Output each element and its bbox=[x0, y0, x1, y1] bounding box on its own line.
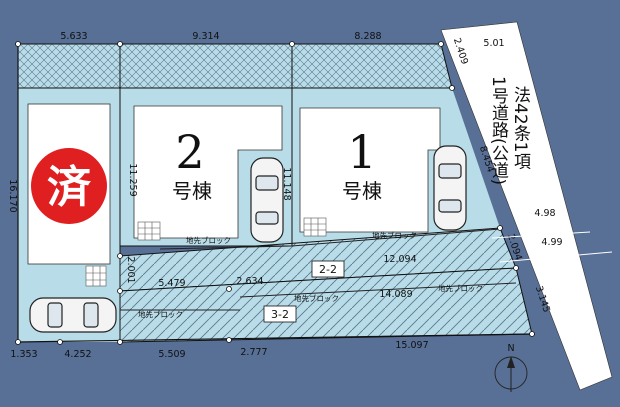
dim-seg-b: 2.634 bbox=[236, 276, 263, 287]
dim-seg-d: 14.089 bbox=[379, 289, 412, 300]
building-1-number: 1 bbox=[347, 125, 376, 179]
vertex-markers bbox=[15, 41, 535, 345]
north-label: N bbox=[507, 343, 514, 354]
dim-road-mid: 4.98 bbox=[534, 208, 555, 219]
sold-stamp-text: 済 bbox=[47, 162, 92, 213]
dim-bottom-a: 1.353 bbox=[10, 349, 37, 360]
building-2-number: 2 bbox=[175, 125, 204, 179]
lot-label-2-2: 2-2 bbox=[319, 263, 337, 276]
wall-label: 地先ブロック bbox=[438, 283, 483, 293]
wall-label: 地先ブロック bbox=[138, 309, 183, 319]
pad-2 bbox=[137, 221, 161, 241]
sold-stamp bbox=[31, 148, 107, 224]
dim-road-top: 5.01 bbox=[483, 38, 504, 49]
wall-label: 地先ブロック bbox=[372, 230, 417, 240]
dim-bldg2-depth: 11.259 bbox=[127, 163, 138, 196]
dim-top-mid: 9.314 bbox=[192, 31, 219, 42]
car-icon bbox=[29, 297, 117, 333]
dim-bottom-d: 2.777 bbox=[240, 347, 267, 358]
dim-bottom-e: 15.097 bbox=[395, 340, 428, 351]
dim-seg-c: 12.094 bbox=[383, 254, 416, 265]
north-arrow-icon bbox=[494, 356, 528, 392]
car-icon bbox=[250, 157, 284, 243]
road-label: 法42条1項 1号道路(公道) bbox=[488, 76, 531, 185]
dim-top-left: 5.633 bbox=[60, 31, 87, 42]
dim-bottom-b: 4.252 bbox=[64, 349, 91, 360]
dim-left: 16.170 bbox=[7, 179, 18, 212]
dim-top-right: 8.288 bbox=[354, 31, 381, 42]
road-line-1: 法42条1項 bbox=[510, 86, 531, 169]
top-hatched-strip bbox=[17, 43, 453, 89]
dim-seg-a: 5.479 bbox=[158, 278, 185, 289]
road bbox=[440, 21, 613, 391]
wall-label: 地先ブロック bbox=[294, 293, 339, 303]
lot-label-box bbox=[263, 305, 297, 323]
building-2-label: 号棟 bbox=[172, 179, 212, 203]
car-icon bbox=[433, 145, 467, 231]
road-line-2: 1号道路(公道) bbox=[488, 76, 509, 185]
pad-left bbox=[85, 265, 107, 287]
dim-bldg1-depth: 11.148 bbox=[281, 167, 292, 200]
pad-1 bbox=[303, 217, 327, 237]
building-1-label: 号棟 bbox=[342, 179, 382, 203]
building-1 bbox=[299, 107, 441, 233]
lot-label-3-2: 3-2 bbox=[271, 308, 289, 321]
dim-road-lower: 4.99 bbox=[541, 237, 562, 248]
building-2 bbox=[133, 105, 283, 239]
dim-pass-width: 2.001 bbox=[125, 256, 136, 283]
lot-label-box bbox=[311, 260, 345, 278]
wall-label: 地先ブロック bbox=[186, 235, 231, 245]
dim-bottom-c: 5.509 bbox=[158, 349, 185, 360]
